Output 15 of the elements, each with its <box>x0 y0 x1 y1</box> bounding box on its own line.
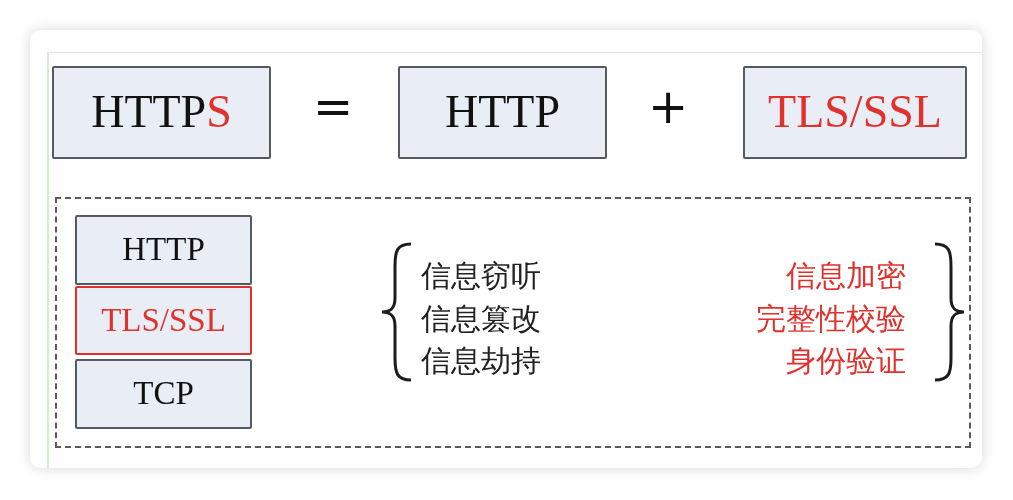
protocol-box: HTTP <box>398 66 607 159</box>
equals-sign: = <box>313 80 354 132</box>
list-text: 身份验证 <box>786 343 906 379</box>
protocol-box: HTTP <box>75 215 252 285</box>
plus-sign: + <box>648 80 689 132</box>
protocol-box: TLS/SSL <box>743 66 967 159</box>
protocol-box: HTTPS <box>52 66 271 159</box>
list-text: 信息篡改 <box>421 301 541 337</box>
dashed-frame <box>55 197 971 448</box>
protocol-box: TLS/SSL <box>75 286 252 355</box>
list-text: 信息劫持 <box>421 343 541 379</box>
list-text: 信息窃听 <box>421 258 541 294</box>
protocol-box: TCP <box>75 359 252 429</box>
list-text: 信息加密 <box>786 258 906 294</box>
list-text: 完整性校验 <box>756 301 906 337</box>
